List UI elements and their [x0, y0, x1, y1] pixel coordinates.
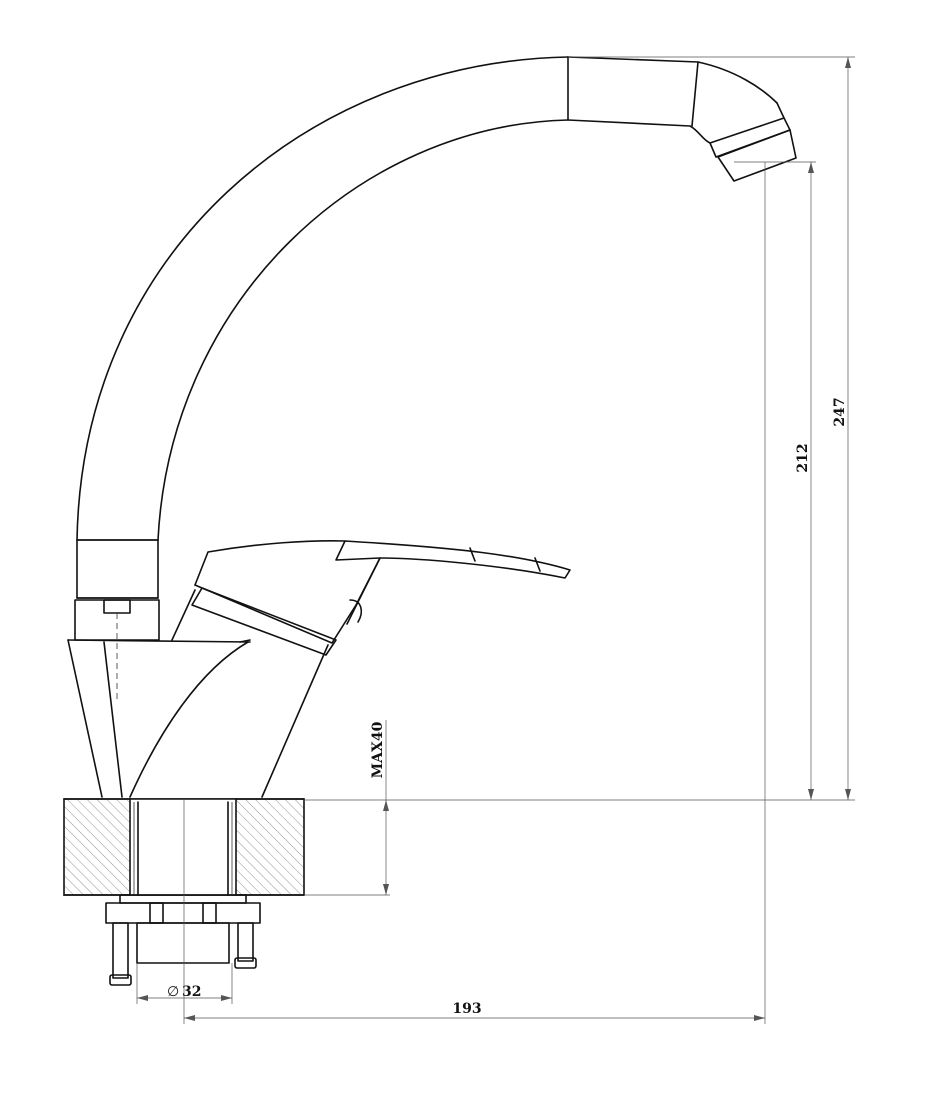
dimension-hole-diameter: ∅ 32 [136, 963, 233, 1004]
dim-symbol-diameter: ∅ [167, 984, 179, 1000]
lever-handle [191, 540, 571, 656]
mounting-hardware [105, 894, 261, 986]
dim-label-247: 247 [832, 397, 848, 426]
dimension-max-thickness: MAX40 [304, 720, 390, 896]
spout-collar [74, 539, 160, 700]
dim-label-193: 193 [452, 1001, 481, 1017]
mixer-body [67, 589, 363, 798]
dim-label-212: 212 [795, 443, 811, 472]
dim-label-32: 32 [182, 984, 201, 1000]
dim-label-max40: MAX40 [370, 721, 386, 778]
dimension-reach: 193 [183, 162, 766, 1024]
spout [76, 56, 785, 541]
dimension-spout-height: 212 [734, 161, 816, 800]
aerator [709, 117, 797, 182]
dimension-total-height: 247 [304, 56, 855, 801]
